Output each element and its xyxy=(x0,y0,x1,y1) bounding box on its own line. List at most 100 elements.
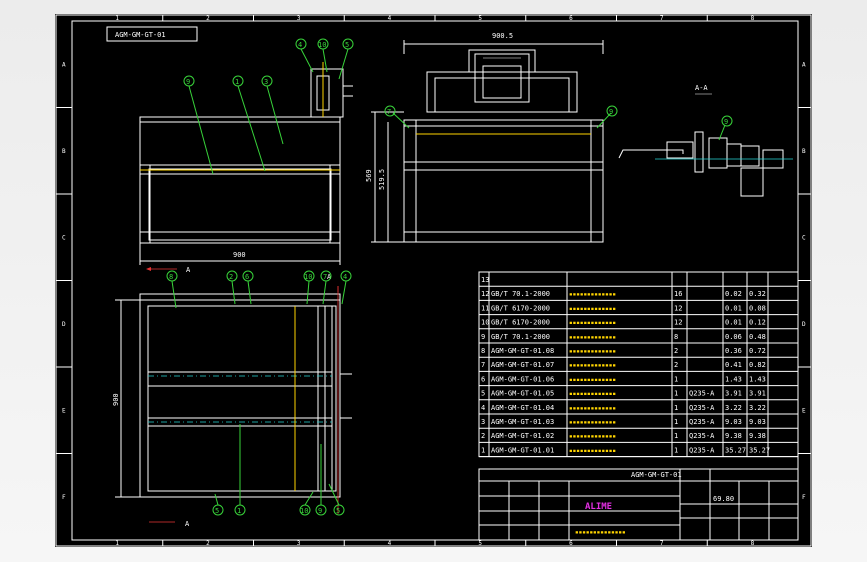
bom-cell-total: 9.03 xyxy=(749,418,766,426)
bom-cell-qty: 12 xyxy=(674,319,682,327)
bom-cell-total: 9.38 xyxy=(749,432,766,440)
bom-cell-no: 9 xyxy=(481,333,485,341)
top-bottom-balloon-2-label: 1 xyxy=(237,507,241,515)
bom-cell-qty: 1 xyxy=(674,375,678,383)
bom-cell-no: 8 xyxy=(481,347,485,355)
top-view: 900 A A 8 2 6 xyxy=(112,270,352,528)
bom-cell-description: ▪▪▪▪▪▪▪▪▪▪▪▪▪ xyxy=(569,305,616,312)
side-balloon-1 xyxy=(384,105,396,117)
bom-cell-unit: 0.36 xyxy=(725,347,742,355)
bom-cell-qty: 12 xyxy=(674,304,682,312)
bom-cell-total: 0.32 xyxy=(749,290,766,298)
top-section-mark-bottom: A xyxy=(185,520,190,528)
top-balloon-6 xyxy=(340,270,352,282)
grid-row-left: E xyxy=(62,407,66,414)
top-section-mark-top: A xyxy=(327,273,332,281)
bom-cell-total: 0.12 xyxy=(749,319,766,327)
section-label: A-A xyxy=(695,84,708,92)
bom-cell-no: 6 xyxy=(481,375,485,383)
section-view: A-A 9 xyxy=(618,84,793,197)
front-balloon-2 xyxy=(232,75,244,87)
grid-row-right: E xyxy=(802,407,806,414)
drawing-number-box-text: AGM-GM-GT-01 xyxy=(115,31,166,39)
side-view: 900.5 xyxy=(365,32,618,243)
bom-cell-description: ▪▪▪▪▪▪▪▪▪▪▪▪▪ xyxy=(569,447,616,454)
top-bottom-balloon-4 xyxy=(315,504,327,516)
bom-cell-unit: 0.02 xyxy=(725,290,742,298)
front-balloon-6-label: 5 xyxy=(345,41,349,49)
bom-cell-qty: 2 xyxy=(674,361,678,369)
bom-cell-no: 4 xyxy=(481,404,485,412)
title-mass: 69.80 xyxy=(713,495,734,503)
bom-cell-total: 0.08 xyxy=(749,304,766,312)
front-balloon-2-label: 1 xyxy=(235,78,239,86)
front-view: 900 A 9 1 3 4 xyxy=(139,38,354,274)
bom-cell-no: 10 xyxy=(481,319,489,327)
top-balloon-1-label: 8 xyxy=(169,273,173,281)
bom-cell-unit: 0.01 xyxy=(725,319,742,327)
side-balloon-2 xyxy=(606,105,618,117)
grid-row-right: F xyxy=(802,494,806,501)
bom-cell-description: ▪▪▪▪▪▪▪▪▪▪▪▪▪ xyxy=(569,433,616,440)
side-dim-height-a: 569 xyxy=(365,169,373,182)
bom-cell-code: AGM-GM-GT-01.05 xyxy=(491,390,554,398)
grid-col-bottom: 7 xyxy=(660,540,664,547)
bom-cell-total: 0.82 xyxy=(749,361,766,369)
side-dim-width: 900.5 xyxy=(492,32,513,40)
top-balloon-6-label: 4 xyxy=(343,273,347,281)
top-bottom-balloon-4-label: 9 xyxy=(318,507,322,515)
grid-row-left: C xyxy=(62,234,66,241)
grid-col-top: 1 xyxy=(115,15,119,22)
bom-cell-qty: 1 xyxy=(674,446,678,454)
bom-cell-description: ▪▪▪▪▪▪▪▪▪▪▪▪▪ xyxy=(569,348,616,355)
top-bottom-balloon-3-label: 10 xyxy=(300,507,308,515)
bom-cell-qty: 1 xyxy=(674,432,678,440)
top-balloon-1 xyxy=(166,270,178,282)
grid-row-right: B xyxy=(802,148,806,155)
side-balloon-2-label: 9 xyxy=(609,108,613,116)
bom-cell-unit: 9.03 xyxy=(725,418,742,426)
company-logo: ALIME xyxy=(585,502,612,512)
grid-col-bottom: 3 xyxy=(297,540,301,547)
bom-cell-unit: 3.22 xyxy=(725,404,742,412)
bom-cell-material: Q235-A xyxy=(689,404,715,412)
bom-cell-material: Q235-A xyxy=(689,432,715,440)
section-balloon-1 xyxy=(721,115,733,127)
bom-cell-material: Q235-A xyxy=(689,446,715,454)
bom-cell-no: 11 xyxy=(481,304,489,312)
grid-row-left: F xyxy=(62,494,66,501)
bom-cell-code: GB/T 70.1-2000 xyxy=(491,333,550,341)
front-section-mark: A xyxy=(186,266,191,274)
bom-cell-code: AGM-GM-GT-01.07 xyxy=(491,361,554,369)
bom-cell-code: AGM-GM-GT-01.02 xyxy=(491,432,554,440)
side-balloon-1-label: 7 xyxy=(387,108,391,116)
bom-cell-unit: 0.06 xyxy=(725,333,742,341)
front-balloon-3 xyxy=(261,75,273,87)
drawing-number-box xyxy=(106,26,198,42)
bom-cell-code: GB/T 6170-2000 xyxy=(491,304,550,312)
grid-row-left: D xyxy=(62,321,66,328)
bom-cell-total: 35.27 xyxy=(749,446,770,454)
top-balloon-5 xyxy=(320,270,332,282)
bom-cell-description: ▪▪▪▪▪▪▪▪▪▪▪▪▪ xyxy=(569,376,616,383)
top-bottom-balloon-3 xyxy=(299,504,311,516)
top-bottom-balloon-1 xyxy=(212,504,224,516)
bom-cell-no: 3 xyxy=(481,418,485,426)
bom-cell-qty: 8 xyxy=(674,333,678,341)
grid-col-bottom: 1 xyxy=(115,540,119,547)
bom-cell-description: ▪▪▪▪▪▪▪▪▪▪▪▪▪ xyxy=(569,320,616,327)
front-balloon-5 xyxy=(317,38,329,50)
bom-cell-qty: 2 xyxy=(674,347,678,355)
bom-cell-material: Q235-A xyxy=(689,390,715,398)
grid-row-left: A xyxy=(62,61,66,68)
bom-cell-no: 2 xyxy=(481,432,485,440)
bom-cell-unit: 9.38 xyxy=(725,432,742,440)
bom-cell-qty: 1 xyxy=(674,390,678,398)
top-bottom-balloon-1-label: 5 xyxy=(215,507,219,515)
bom-cell-code: GB/T 6170-2000 xyxy=(491,319,550,327)
